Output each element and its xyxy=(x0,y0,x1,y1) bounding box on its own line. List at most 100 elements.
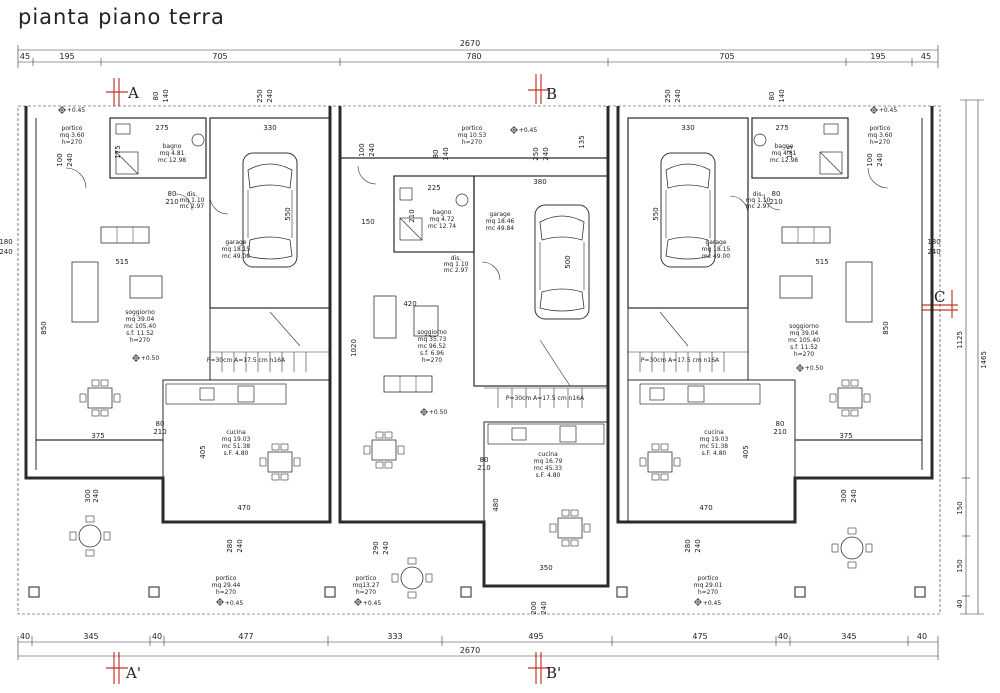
svg-text:240: 240 xyxy=(236,539,244,552)
sofa-icon-west xyxy=(100,226,150,244)
svg-text:375: 375 xyxy=(91,432,104,440)
section-label-a: A xyxy=(127,84,139,102)
room-value: s.F. 4.80 xyxy=(536,472,561,479)
svg-text:240: 240 xyxy=(368,143,376,156)
section-marker-a xyxy=(106,78,128,106)
room-value: mq 16.79 xyxy=(534,458,563,465)
svg-text:mc 2.97: mc 2.97 xyxy=(444,267,469,274)
room-value: h=270 xyxy=(870,139,890,146)
svg-text:dis.: dis. xyxy=(451,255,462,262)
svg-text:80: 80 xyxy=(432,150,440,159)
section-marker-b xyxy=(528,74,550,104)
pillar-icon xyxy=(28,586,40,598)
svg-text:225: 225 xyxy=(427,184,440,192)
room-value: mc 105.40 xyxy=(788,337,820,344)
room-value: mq 35.73 xyxy=(418,336,447,343)
room-name: cucina xyxy=(538,451,558,458)
room-name: garage xyxy=(489,211,510,218)
level-label: +0.50 xyxy=(429,409,448,416)
room-value: mc 51.38 xyxy=(700,443,728,450)
svg-text:80: 80 xyxy=(156,420,165,428)
dining-table-icon-kitchen-center xyxy=(549,509,591,547)
svg-text:250: 250 xyxy=(532,147,540,160)
room-value: mq 3.60 xyxy=(868,132,893,139)
svg-text:405: 405 xyxy=(199,445,207,458)
dim-right-180: 180 xyxy=(927,238,940,246)
svg-text:240: 240 xyxy=(674,89,682,102)
room-value: mc 49.84 xyxy=(486,225,514,232)
dining-table-icon-kitchen-east xyxy=(639,443,681,481)
dim-bottom-seg-5: 333 xyxy=(387,632,402,641)
disimpegno-east: dis. mq 1.10 mc 2.97 xyxy=(746,191,771,210)
svg-text:850: 850 xyxy=(882,321,890,334)
armchair-icon-west xyxy=(71,261,99,323)
dim-bottom-seg-1: 40 xyxy=(20,632,30,641)
svg-text:135: 135 xyxy=(578,135,586,148)
level-label: +0.50 xyxy=(805,365,824,372)
room-value: mc 49.00 xyxy=(702,253,730,260)
dining-table-icon-west xyxy=(79,379,121,417)
svg-text:mc 2.97: mc 2.97 xyxy=(746,203,771,210)
dim-bottom-seg-4: 477 xyxy=(238,632,253,641)
armchair-icon-center xyxy=(373,295,397,339)
svg-text:380: 380 xyxy=(533,178,546,186)
svg-text:375: 375 xyxy=(839,432,852,440)
pillar-icon xyxy=(616,586,628,598)
svg-text:mq 1.10: mq 1.10 xyxy=(746,197,771,204)
room-value: mc 12.98 xyxy=(158,157,186,164)
dim-bottom-seg-9: 345 xyxy=(841,632,856,641)
svg-text:550: 550 xyxy=(284,207,292,220)
svg-text:210: 210 xyxy=(408,209,416,222)
room-value: h=270 xyxy=(422,357,442,364)
room-value: mq 3.60 xyxy=(60,132,85,139)
interior-dims-west: 515 375 470 850 405 275 330 550 175 300 … xyxy=(40,89,292,552)
level-marker-icon xyxy=(419,407,429,417)
level-label: +0.45 xyxy=(703,600,722,607)
svg-text:240: 240 xyxy=(876,153,884,166)
level-label: +0.45 xyxy=(363,600,382,607)
section-marker-b2 xyxy=(528,652,550,684)
level-label: +0.45 xyxy=(879,107,898,114)
svg-text:330: 330 xyxy=(263,124,276,132)
room-value: s.F. 4.80 xyxy=(702,450,727,457)
top-dimension-chain xyxy=(17,45,939,68)
room-name: portico xyxy=(698,575,719,582)
svg-text:850: 850 xyxy=(40,321,48,334)
dim-right-150b: 150 xyxy=(956,559,964,572)
disimpegno-west: dis. mq 1.10 mc 2.97 xyxy=(180,191,205,210)
dim-bottom-seg-8: 40 xyxy=(778,632,788,641)
coffee-table-icon xyxy=(129,275,813,337)
svg-text:275: 275 xyxy=(775,124,788,132)
room-value: mq 39.04 xyxy=(126,316,155,323)
room-value: s.F. 4.80 xyxy=(224,450,249,457)
room-name: portico xyxy=(870,125,891,132)
room-value: mq 29.01 xyxy=(694,582,723,589)
svg-text:240: 240 xyxy=(540,601,548,614)
dim-bottom-seg-6: 495 xyxy=(528,632,543,641)
bottom-dimension-chain xyxy=(17,636,939,660)
interior-dims-center: 420 380 225 1020 150 350 480 500 210 100… xyxy=(350,135,586,614)
dim-top-overall: 2670 xyxy=(460,39,480,48)
dining-table-icon-kitchen-west xyxy=(259,443,301,481)
svg-text:mc 2.97: mc 2.97 xyxy=(180,203,205,210)
level-label: +0.45 xyxy=(225,600,244,607)
room-name: soggiorno xyxy=(125,309,155,316)
dim-right-150a: 150 xyxy=(956,501,964,514)
svg-text:350: 350 xyxy=(539,564,552,572)
dim-top-seg-3: 705 xyxy=(212,52,227,61)
stair-icon-center xyxy=(484,339,608,408)
svg-text:80: 80 xyxy=(776,420,785,428)
svg-text:480: 480 xyxy=(492,498,500,511)
room-value: mc 96.52 xyxy=(418,343,446,350)
svg-text:80: 80 xyxy=(772,190,781,198)
room-value: h=270 xyxy=(462,139,482,146)
svg-text:420: 420 xyxy=(403,300,416,308)
dim-left-240: 240 xyxy=(0,248,13,256)
